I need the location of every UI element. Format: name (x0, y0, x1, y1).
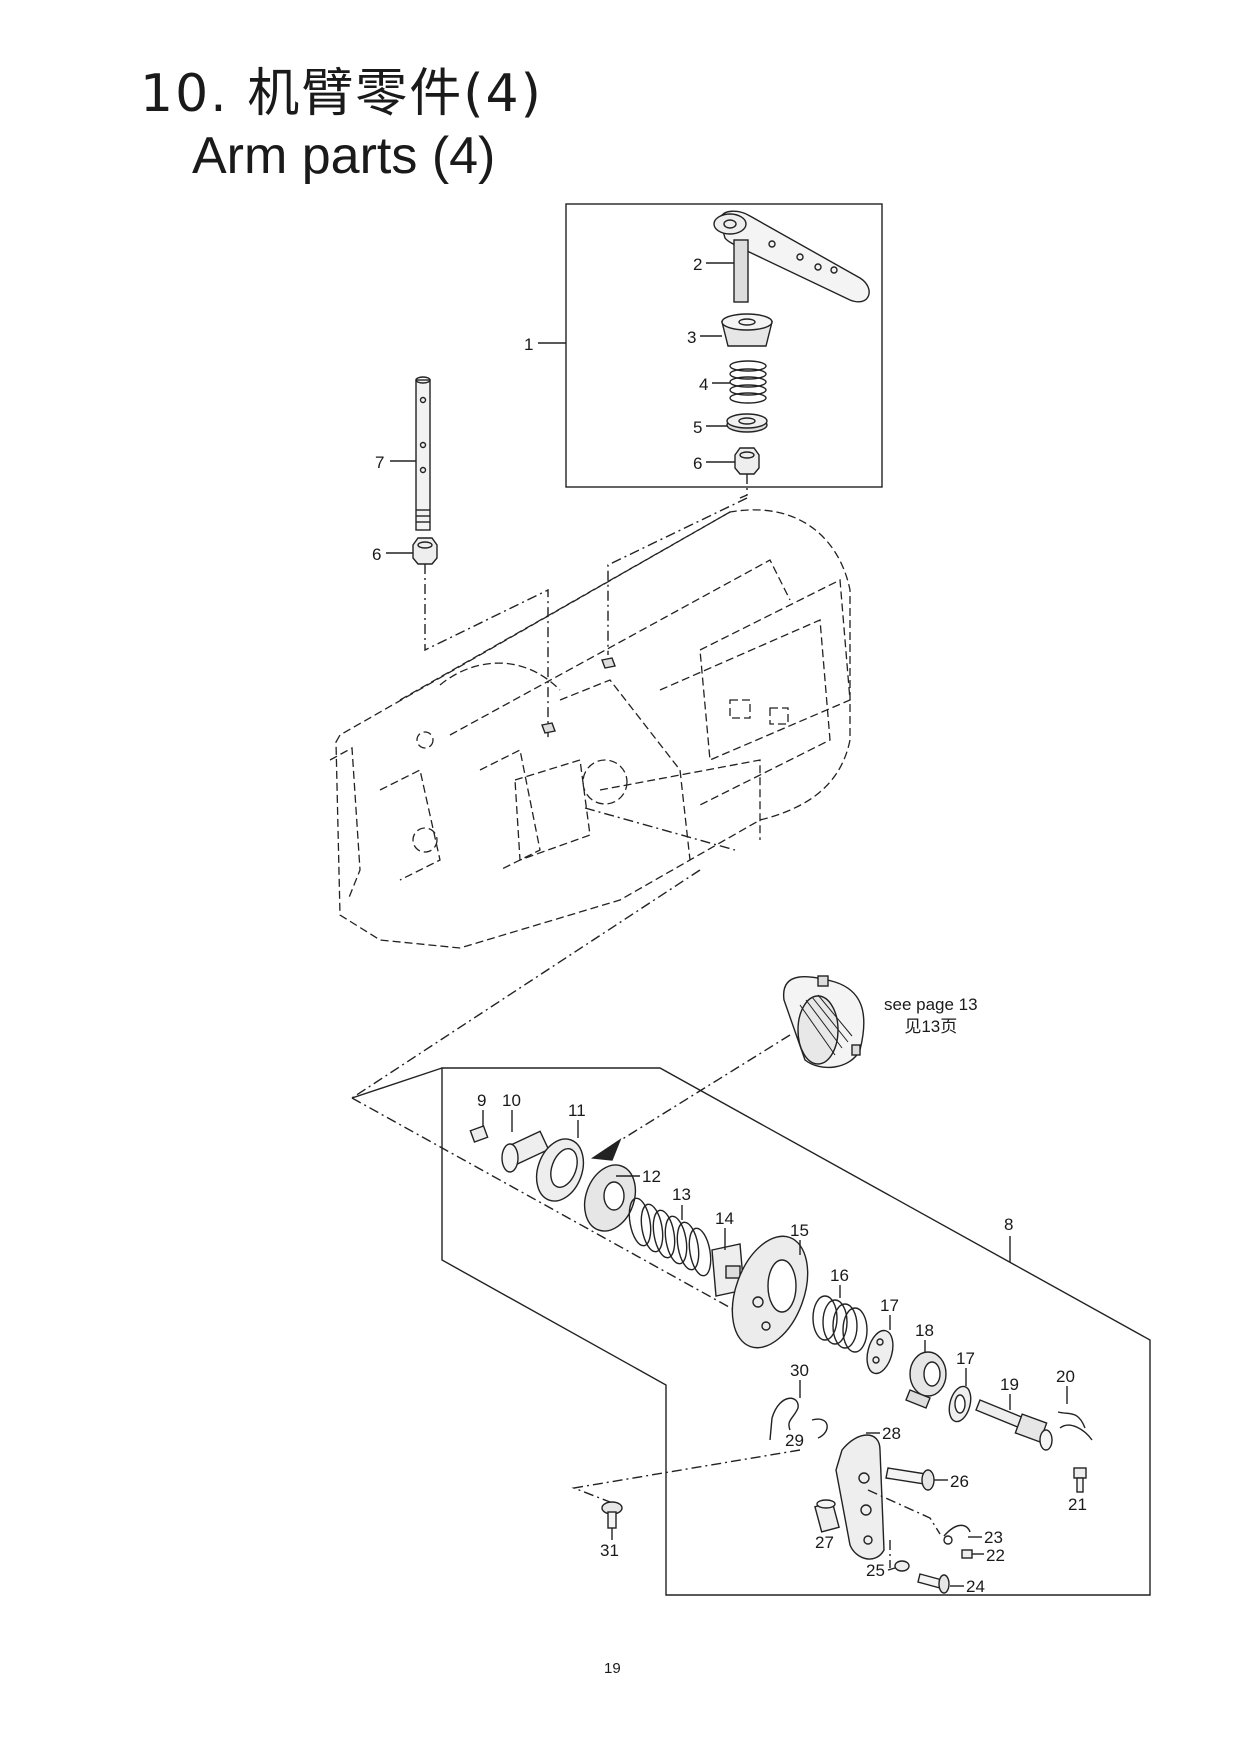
part-6-nut-top (734, 447, 760, 475)
callout-31: 31 (600, 1541, 619, 1560)
callout-4: 4 (699, 375, 708, 394)
callout-8: 8 (1004, 1215, 1013, 1234)
part-16-spring (812, 1295, 868, 1353)
part-13-spring (628, 1197, 712, 1277)
part-9-set-screw (469, 1125, 489, 1143)
part-23-spring (943, 1524, 971, 1537)
callout-17-a: 17 (880, 1296, 899, 1315)
assembly-1-frame (565, 203, 883, 488)
part-18-collar (905, 1351, 947, 1409)
callout-13: 13 (672, 1185, 691, 1204)
part-26-screw (885, 1467, 935, 1491)
callout-9: 9 (477, 1091, 486, 1110)
callout-14: 14 (715, 1209, 734, 1228)
cross-reference-note: see page 13 见13页 (884, 994, 978, 1038)
callout-25: 25 (866, 1561, 885, 1580)
part-17-washer-a (866, 1329, 894, 1375)
callout-12: 12 (642, 1167, 661, 1186)
callout-3: 3 (687, 328, 696, 347)
part-3-collar (721, 313, 773, 347)
callout-26: 26 (950, 1472, 969, 1491)
part-30-spring (769, 1397, 799, 1441)
part-24-screw (917, 1573, 950, 1594)
page-number: 19 (604, 1660, 621, 1677)
callout-7: 7 (375, 453, 384, 472)
part-27-pin (814, 1499, 840, 1533)
callout-20: 20 (1056, 1367, 1075, 1386)
part-17-washer-b (948, 1385, 972, 1423)
part-19-stud (975, 1399, 1053, 1451)
part-31-screw (601, 1501, 623, 1529)
callout-28: 28 (882, 1424, 901, 1443)
callout-24: 24 (966, 1577, 985, 1596)
part-5-adjust-nut (726, 413, 768, 433)
callout-18: 18 (915, 1321, 934, 1340)
callout-2: 2 (693, 255, 702, 274)
part-4-spring (729, 360, 767, 404)
part-29-clip (811, 1418, 828, 1439)
part-12-cam (583, 1164, 637, 1232)
part-28-bracket (835, 1434, 885, 1560)
page-title-english: Arm parts (4) (192, 127, 496, 185)
callout-23: 23 (984, 1528, 1003, 1547)
part-11-ring (535, 1138, 585, 1202)
callout-21: 21 (1068, 1495, 1087, 1514)
part-15-disk (731, 1235, 809, 1349)
handwheel-reference (783, 975, 865, 1069)
part-21-screw (1073, 1467, 1087, 1493)
arm-casting-phantom (329, 509, 851, 949)
page-title-chinese: 10. 机臂零件(4) (140, 62, 543, 126)
callout-27: 27 (815, 1533, 834, 1552)
callout-1: 1 (524, 335, 533, 354)
callout-19: 19 (1000, 1375, 1019, 1394)
reference-text-cn: 见13页 (904, 1017, 958, 1036)
callout-17-b: 17 (956, 1349, 975, 1368)
part-22-screw (961, 1549, 973, 1559)
section-number: 10. (140, 64, 229, 124)
callout-10: 10 (502, 1091, 521, 1110)
callout-29: 29 (785, 1431, 804, 1450)
callout-6-left: 6 (372, 545, 381, 564)
callout-16: 16 (830, 1266, 849, 1285)
callout-labels: 1 2 3 4 5 6 6 7 8 9 10 11 12 13 14 15 16… (372, 255, 1087, 1596)
callout-22: 22 (986, 1546, 1005, 1565)
assembly-8-frame (441, 1067, 1151, 1596)
part-7-shaft (415, 376, 431, 531)
part-10-bushing (501, 1130, 550, 1173)
reference-text-en: see page 13 (884, 995, 978, 1014)
part-14-block (711, 1243, 745, 1297)
part-25-washer (894, 1560, 910, 1572)
callout-5: 5 (693, 418, 702, 437)
title-chinese-text: 机臂零件(4) (247, 64, 543, 124)
part-2-lever (713, 210, 870, 303)
callout-6-top: 6 (693, 454, 702, 473)
part-20-wire-spring (1057, 1411, 1086, 1429)
part-6-nut-left (412, 537, 438, 565)
callout-11: 11 (568, 1101, 586, 1120)
callout-15: 15 (790, 1221, 809, 1240)
callout-30: 30 (790, 1361, 809, 1380)
